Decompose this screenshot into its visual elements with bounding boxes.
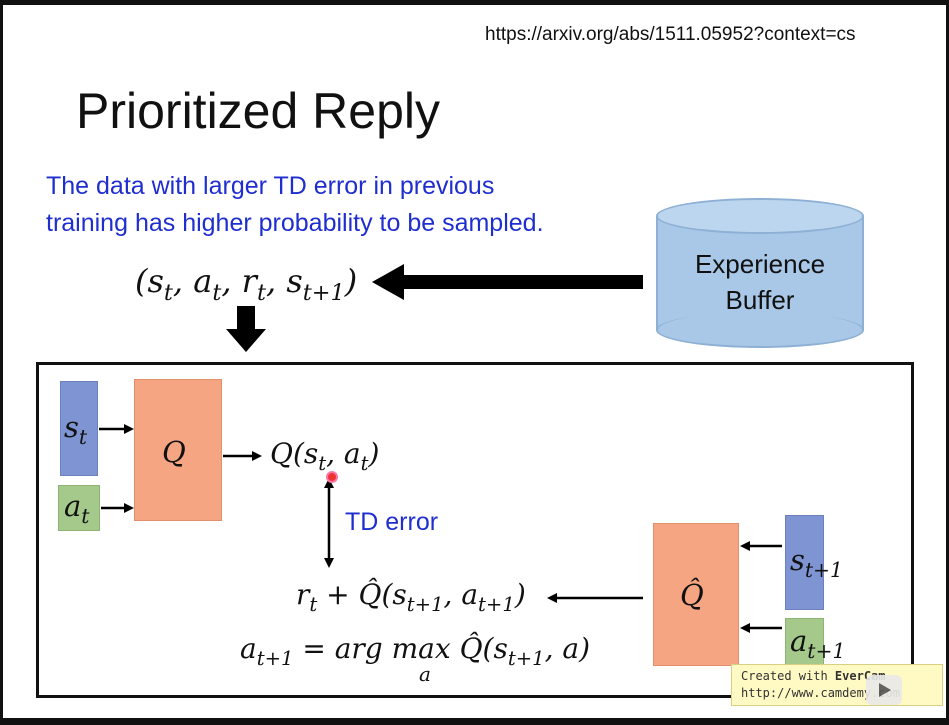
next-state-label: st+1 [790, 543, 843, 583]
top-border [0, 0, 949, 5]
q-output-arrow-icon [223, 451, 262, 461]
argmax-formula: at+1 = arg max Q̂(st+1, a) [240, 632, 591, 670]
action-label: at [64, 489, 90, 529]
transition-tuple: (st, at, rt, st+1) [135, 262, 358, 306]
next-state-box [785, 515, 824, 610]
td-error-label: TD error [345, 508, 439, 536]
bottom-border [0, 718, 949, 725]
state-input-box [60, 381, 98, 476]
q-value-output: Q(st, at) [270, 437, 380, 475]
target-network-label: Q̂ [680, 578, 704, 612]
st-to-q-arrow-icon [99, 424, 134, 434]
right-border [946, 0, 949, 725]
slide-title: Prioritized Reply [76, 83, 441, 139]
cursor-pointer-icon [326, 471, 338, 483]
evercam-watermark[interactable]: Created with EverCam http://www.camdemy.… [731, 664, 943, 706]
next-action-label: at+1 [790, 624, 846, 664]
td-error-arrow-icon [324, 478, 334, 568]
td-priority-note: The data with larger TD error in previou… [46, 168, 666, 242]
q-network-box [134, 379, 222, 521]
qhat-output-arrow-icon [547, 593, 643, 603]
down-arrow-icon [226, 306, 266, 352]
q-network-label: Q [162, 435, 186, 469]
argmax-subscript: a [419, 662, 431, 686]
at1-to-qhat-arrow-icon [740, 623, 782, 633]
target-network-box [653, 523, 739, 666]
action-input-box [58, 485, 100, 531]
st1-to-qhat-arrow-icon [740, 541, 782, 551]
source-url[interactable]: https://arxiv.org/abs/1511.05952?context… [485, 24, 856, 45]
play-button-icon[interactable] [866, 675, 902, 705]
at-to-q-arrow-icon [101, 503, 134, 513]
sample-arrow-icon [372, 264, 643, 300]
experience-buffer-label: Experience Buffer [694, 249, 826, 315]
left-border [0, 0, 3, 725]
note-line-2: training has higher probability to be sa… [46, 209, 544, 237]
q-learning-frame [36, 362, 914, 698]
experience-buffer-cylinder: Experience Buffer [656, 198, 864, 348]
td-target-formula: rt + Q̂(st+1, at+1) [296, 578, 526, 616]
note-line-1: The data with larger TD error in previou… [46, 172, 495, 200]
state-label: st [64, 410, 88, 450]
